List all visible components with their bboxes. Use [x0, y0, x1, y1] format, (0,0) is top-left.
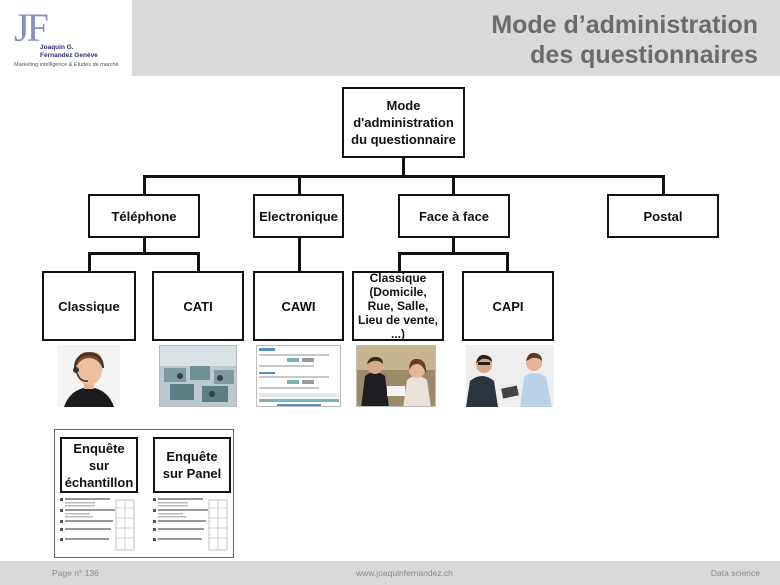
connector: [452, 237, 455, 254]
method-telephone-classique: Classique: [42, 271, 136, 341]
logo-name: Joaquin G. Fernandez Genève: [40, 44, 98, 59]
footer: Page n° 136 www.joaquinfernandez.ch Data…: [0, 561, 780, 585]
footer-url[interactable]: www.joaquinfernandez.ch: [356, 568, 453, 578]
questionnaire-form-right: [153, 498, 231, 554]
face-to-face-interview-photo: [356, 345, 436, 407]
survey-types-panel: Enquête sur échantillon Enquête sur Pane…: [54, 429, 234, 558]
category-electronique: Electronique: [253, 194, 344, 238]
method-capi: CAPI: [462, 271, 554, 341]
connector: [197, 252, 200, 272]
web-questionnaire-screenshot: [256, 345, 341, 407]
connector: [143, 175, 664, 178]
headset-operator-photo: [58, 345, 120, 407]
method-face-classique: Classique (Domicile, Rue, Salle, Lieu de…: [352, 271, 444, 341]
enquete-panel: Enquête sur Panel: [153, 437, 231, 493]
connector: [88, 252, 200, 255]
connector: [298, 237, 301, 272]
logo: JF Joaquin G. Fernandez Genève Marketing…: [10, 8, 125, 72]
category-face-a-face: Face à face: [398, 194, 510, 238]
connector: [452, 175, 455, 195]
questionnaire-form-left: [60, 498, 138, 554]
connector: [143, 237, 146, 254]
method-cawi: CAWI: [253, 271, 344, 341]
title-line-2: des questionnaires: [530, 41, 758, 69]
call-center-photo: [159, 345, 237, 407]
connector: [662, 175, 665, 195]
connector: [398, 252, 401, 272]
connector: [398, 252, 509, 255]
connector: [506, 252, 509, 272]
enquete-echantillon: Enquête sur échantillon: [60, 437, 138, 493]
connector: [402, 157, 405, 177]
category-telephone: Téléphone: [88, 194, 200, 238]
logo-letters: JF: [14, 5, 49, 50]
logo-mark: JF: [14, 5, 49, 50]
logo-tagline: Marketing intelligence & Etudes de march…: [14, 62, 119, 68]
root-node: Mode d'administration du questionnaire: [342, 87, 465, 158]
header-band: [132, 0, 780, 76]
connector: [298, 175, 301, 195]
connector: [143, 175, 146, 195]
tablet-interview-photo: [466, 345, 554, 407]
footer-section: Data science: [710, 568, 760, 578]
page-number: Page n° 136: [52, 568, 99, 578]
category-postal: Postal: [607, 194, 719, 238]
title-line-1: Mode d’administration: [491, 11, 758, 39]
page-title: Mode d’administration des questionnaires: [491, 10, 758, 70]
method-cati: CATI: [152, 271, 244, 341]
connector: [88, 252, 91, 272]
